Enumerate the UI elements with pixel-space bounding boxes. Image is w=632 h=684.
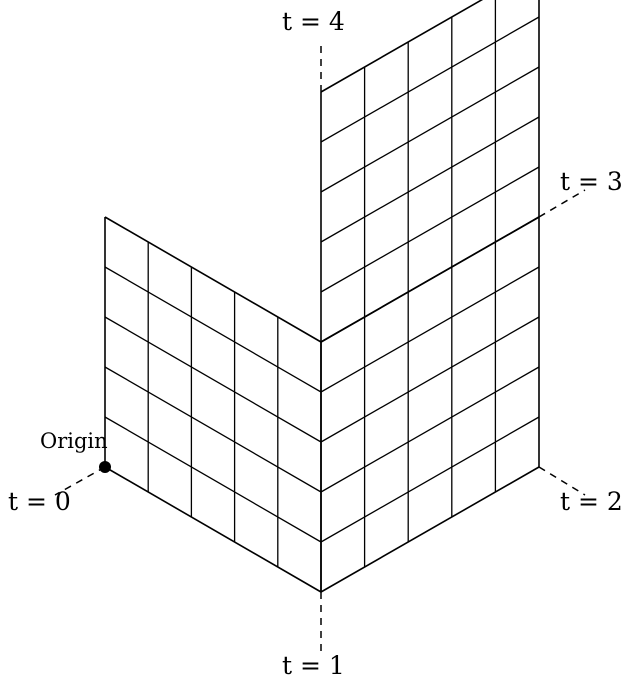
grid-line bbox=[320, 66, 540, 193]
grid-line bbox=[320, 166, 540, 293]
panel-edge bbox=[104, 466, 322, 593]
grid-line bbox=[104, 366, 322, 493]
grid-line bbox=[104, 316, 322, 443]
right-wall-panel bbox=[320, 216, 540, 593]
panel-edge bbox=[320, 216, 540, 343]
origin-dot bbox=[99, 461, 111, 473]
label-t0: t = 0 bbox=[8, 487, 71, 516]
grid-line bbox=[320, 416, 540, 543]
back-wall-panel bbox=[320, 0, 540, 343]
label-t1: t = 1 bbox=[282, 651, 345, 680]
grid-line bbox=[320, 366, 540, 493]
axis-t3 bbox=[538, 189, 586, 218]
panel-edge bbox=[320, 466, 540, 593]
grid-line bbox=[320, 16, 540, 143]
grid-line bbox=[320, 266, 540, 393]
grid-line bbox=[104, 416, 322, 543]
label-t2: t = 2 bbox=[560, 487, 623, 516]
origin-label: Origin bbox=[40, 429, 108, 453]
grid-line bbox=[320, 116, 540, 243]
label-t3: t = 3 bbox=[560, 167, 623, 196]
axis-t0 bbox=[54, 466, 106, 496]
grid-line bbox=[104, 266, 322, 393]
floor-panel bbox=[104, 216, 322, 593]
axis-t2 bbox=[538, 466, 586, 496]
panel-edge bbox=[320, 0, 484, 93]
panel-edge bbox=[104, 216, 322, 343]
label-t4: t = 4 bbox=[282, 7, 345, 36]
grid-line bbox=[320, 316, 540, 443]
